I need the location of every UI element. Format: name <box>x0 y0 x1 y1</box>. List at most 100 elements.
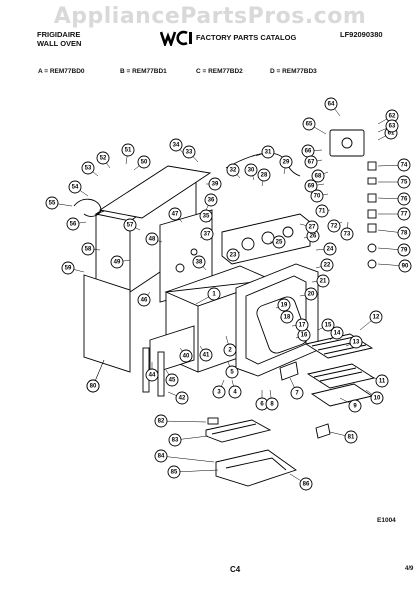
callout-circle-9 <box>348 399 362 413</box>
callout-label-18: 18 <box>284 314 291 320</box>
callout-label-7: 7 <box>295 390 299 396</box>
callout-circle-77 <box>397 207 411 221</box>
callout-label-59: 59 <box>65 265 72 271</box>
callout-label-39: 39 <box>212 181 219 187</box>
callout-label-86: 86 <box>303 481 310 487</box>
callout-circle-51 <box>121 143 135 157</box>
door-hinge <box>279 361 299 381</box>
callout-49: 49 <box>110 255 131 269</box>
callout-76: 76 <box>377 192 411 206</box>
callout-label-67: 67 <box>308 159 315 165</box>
callout-circle-65 <box>302 117 316 131</box>
callout-label-81: 81 <box>348 434 355 440</box>
callout-circle-76 <box>397 192 411 206</box>
callout-label-82: 82 <box>158 418 165 424</box>
callout-59: 59 <box>61 261 85 275</box>
callout-circle-2 <box>223 343 237 357</box>
callout-20: 20 <box>299 287 318 301</box>
callout-circle-45 <box>165 373 179 387</box>
callout-label-27: 27 <box>309 224 316 230</box>
callout-label-17: 17 <box>299 322 306 328</box>
callout-47: 47 <box>168 207 183 223</box>
callout-circle-56 <box>66 217 80 231</box>
callout-label-69: 69 <box>308 183 315 189</box>
callout-75: 75 <box>378 175 411 189</box>
callout-19: 19 <box>275 298 291 312</box>
callout-23: 23 <box>226 248 241 262</box>
callout-label-24: 24 <box>327 246 334 252</box>
callout-63: 63 <box>377 119 399 133</box>
callout-label-52: 52 <box>100 155 107 161</box>
callout-40: 40 <box>179 347 193 363</box>
callout-label-72: 72 <box>331 223 338 229</box>
callout-circle-47 <box>168 207 182 221</box>
callout-label-65: 65 <box>306 121 313 127</box>
callout-circle-64 <box>324 97 338 111</box>
page-date: 4/9 <box>405 566 414 572</box>
callout-circle-46 <box>137 293 151 307</box>
callout-label-30: 30 <box>248 167 255 173</box>
callout-50: 50 <box>133 155 151 171</box>
callout-label-37: 37 <box>204 231 211 237</box>
top-cover-panel <box>98 165 212 219</box>
brand-name: FRIGIDAIRE <box>37 30 81 39</box>
callout-27: 27 <box>299 220 319 234</box>
callout-3: 3 <box>212 379 226 399</box>
callout-7: 7 <box>289 377 304 400</box>
callout-label-8: 8 <box>270 401 274 407</box>
callout-label-50: 50 <box>141 159 148 165</box>
callout-label-56: 56 <box>70 221 77 227</box>
callout-circle-33 <box>182 145 196 159</box>
callout-42: 42 <box>167 391 189 405</box>
callout-31: 31 <box>255 145 275 159</box>
callout-84: 84 <box>154 449 215 463</box>
broil-element <box>215 449 297 487</box>
callout-circle-21 <box>316 274 330 288</box>
callout-label-9: 9 <box>353 403 357 409</box>
callout-8: 8 <box>265 389 279 411</box>
callout-circle-23 <box>226 248 240 262</box>
callout-85: 85 <box>167 465 219 479</box>
figure-code: E1004 <box>377 517 396 524</box>
callout-label-13: 13 <box>353 339 360 345</box>
callout-58: 58 <box>81 242 101 256</box>
callout-label-20: 20 <box>308 291 315 297</box>
callout-label-25: 25 <box>276 239 283 245</box>
callout-circle-48 <box>145 232 159 246</box>
callout-circle-13 <box>349 335 363 349</box>
callout-label-44: 44 <box>149 372 156 378</box>
callout-circle-44 <box>145 368 159 382</box>
callout-14: 14 <box>329 326 344 341</box>
callout-label-47: 47 <box>172 211 179 217</box>
callout-label-90: 90 <box>402 263 409 269</box>
callout-label-66: 66 <box>305 148 312 154</box>
callout-label-4: 4 <box>233 389 237 395</box>
callout-label-85: 85 <box>171 469 178 475</box>
callout-circle-3 <box>212 385 226 399</box>
callout-83: 83 <box>168 433 209 447</box>
catalog-header-left: FRIGIDAIRE WALL OVEN <box>37 30 81 48</box>
callout-51: 51 <box>121 143 135 165</box>
callout-label-71: 71 <box>319 208 326 214</box>
callout-circle-54 <box>68 180 82 194</box>
callout-label-64: 64 <box>328 101 335 107</box>
callout-label-23: 23 <box>230 252 237 258</box>
callout-label-31: 31 <box>265 149 272 155</box>
callout-label-55: 55 <box>49 200 56 206</box>
callout-circle-30 <box>244 163 258 177</box>
callout-label-33: 33 <box>186 149 193 155</box>
callout-57: 57 <box>123 218 141 232</box>
callout-leader-85 <box>173 469 219 473</box>
callout-circle-68 <box>311 169 325 183</box>
wiring-harness <box>225 152 301 177</box>
callout-48: 48 <box>145 232 163 246</box>
callout-label-12: 12 <box>373 314 380 320</box>
callout-70: 70 <box>310 189 329 203</box>
callout-label-21: 21 <box>320 278 327 284</box>
small-parts-column <box>367 161 377 269</box>
callout-label-84: 84 <box>158 453 165 459</box>
callout-circle-53 <box>81 161 95 175</box>
wci-logo-mark <box>159 30 192 48</box>
callout-circle-15 <box>321 318 335 332</box>
callout-35: 35 <box>199 209 213 223</box>
